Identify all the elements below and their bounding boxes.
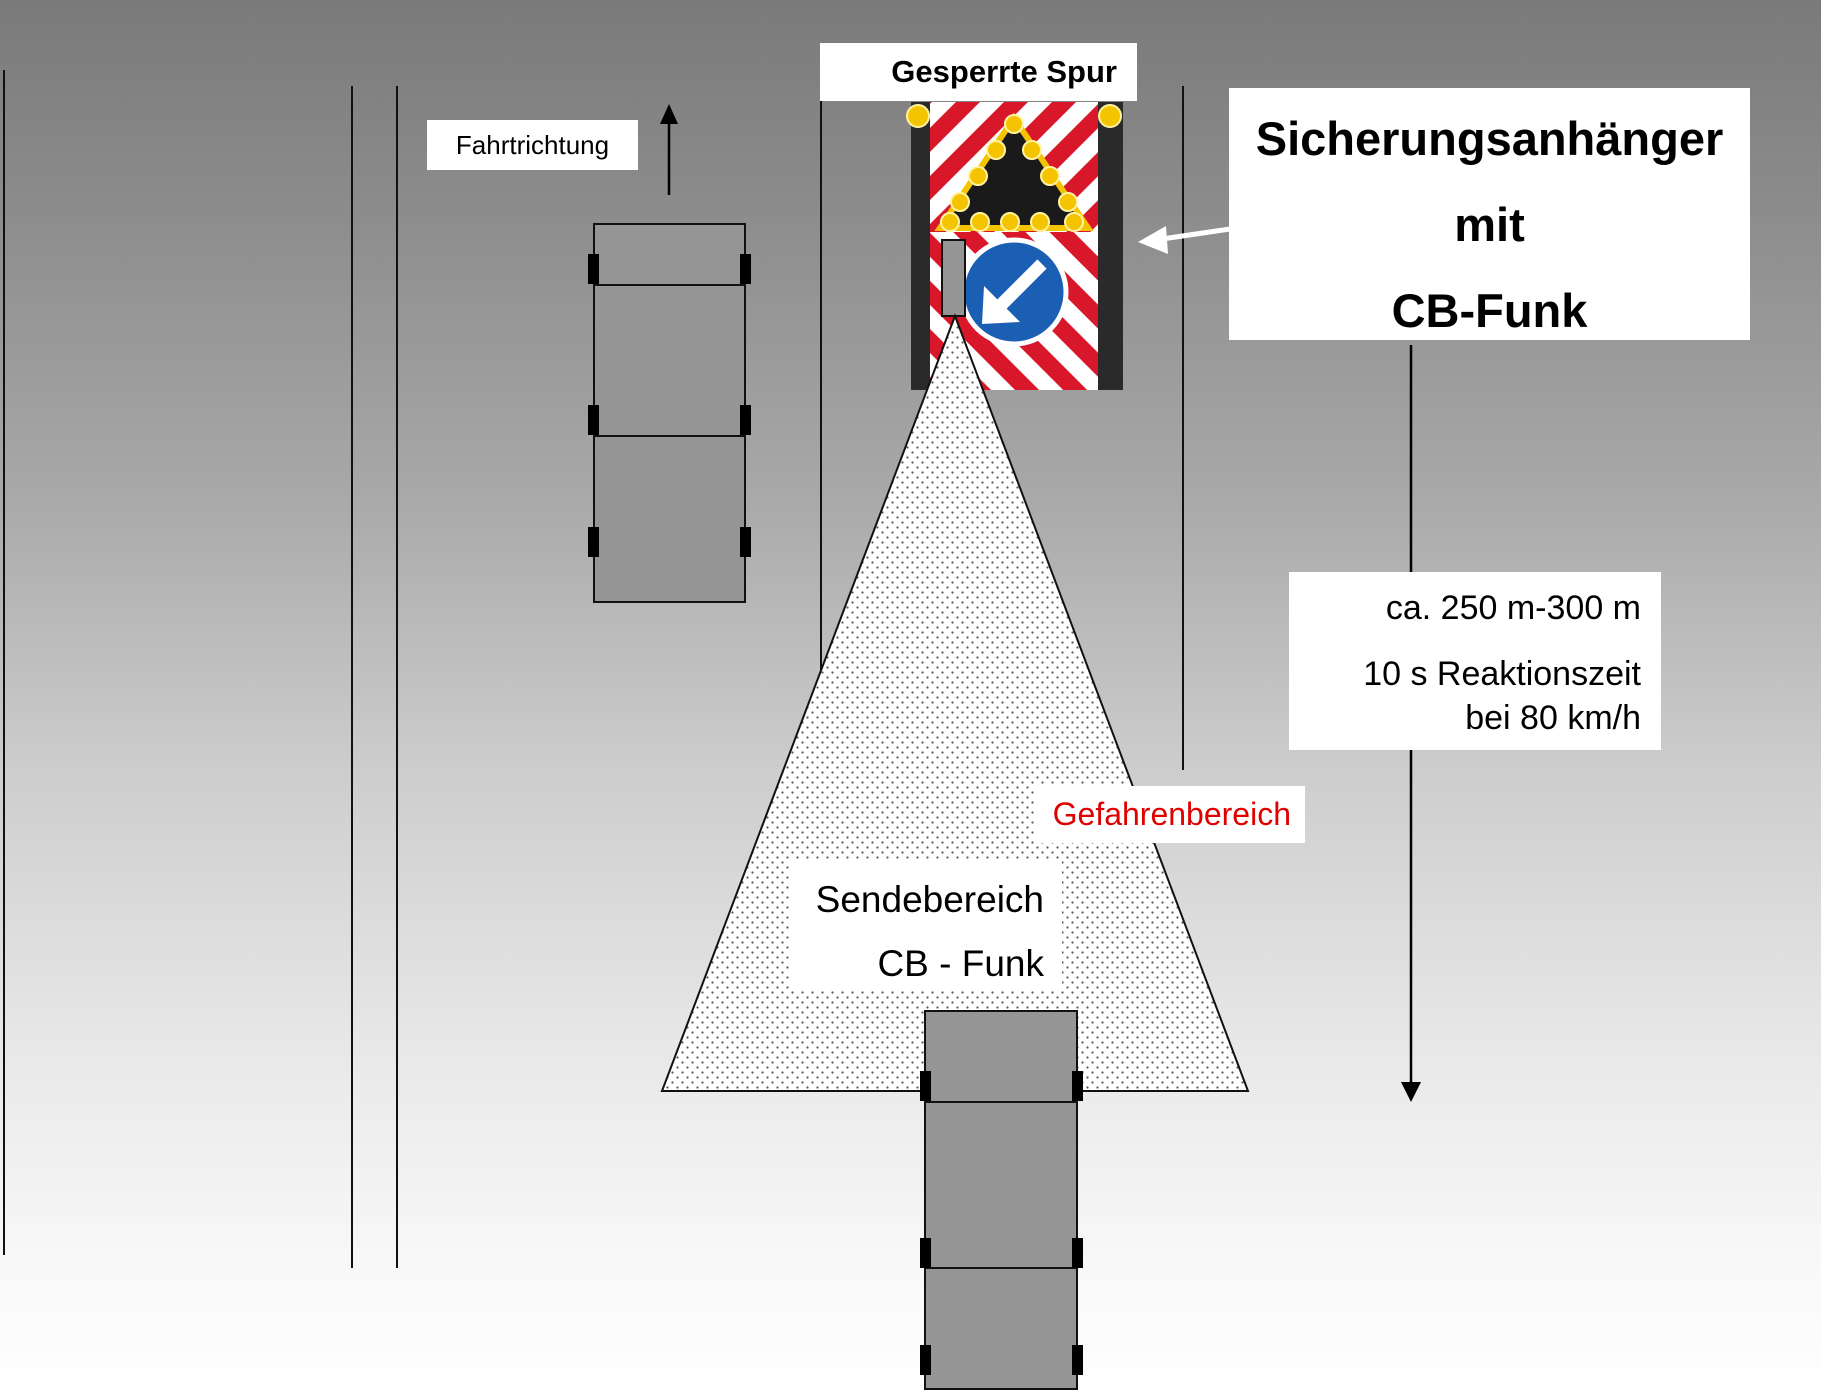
safety-trailer-image bbox=[906, 102, 1123, 390]
trailer-label: Sicherungsanhänger mit CB-Funk bbox=[1229, 88, 1750, 340]
arrow-left-icon bbox=[1138, 226, 1231, 254]
car-top bbox=[588, 223, 751, 603]
transmit-label-line2: CB - Funk bbox=[877, 943, 1044, 984]
keep-left-arrow-icon bbox=[959, 237, 1069, 347]
closed-lane-label: Gesperrte Spur bbox=[820, 43, 1137, 101]
lane-markings bbox=[3, 70, 1184, 1268]
direction-label: Fahrtrichtung bbox=[427, 120, 638, 170]
car-bottom bbox=[920, 1010, 1083, 1390]
arrow-up-icon bbox=[660, 104, 678, 195]
trailer-label-line2: mit bbox=[1454, 198, 1525, 251]
transmit-range-label: Sendebereich CB - Funk bbox=[790, 860, 1062, 990]
cb-radio-box bbox=[941, 239, 966, 317]
distance-range: ca. 250 m-300 m bbox=[1385, 589, 1641, 627]
trailer-label-line3: CB-Funk bbox=[1391, 284, 1588, 337]
transmit-label-line1: Sendebereich bbox=[815, 879, 1044, 920]
reaction-time-line2: bei 80 km/h bbox=[1465, 699, 1641, 737]
reaction-time-line1: 10 s Reaktionszeit bbox=[1363, 655, 1641, 693]
danger-zone-label: Gefahrenbereich bbox=[1035, 786, 1305, 843]
distance-label: ca. 250 m-300 m 10 s Reaktionszeit bei 8… bbox=[1289, 572, 1661, 750]
trailer-label-line1: Sicherungsanhänger bbox=[1255, 112, 1724, 165]
